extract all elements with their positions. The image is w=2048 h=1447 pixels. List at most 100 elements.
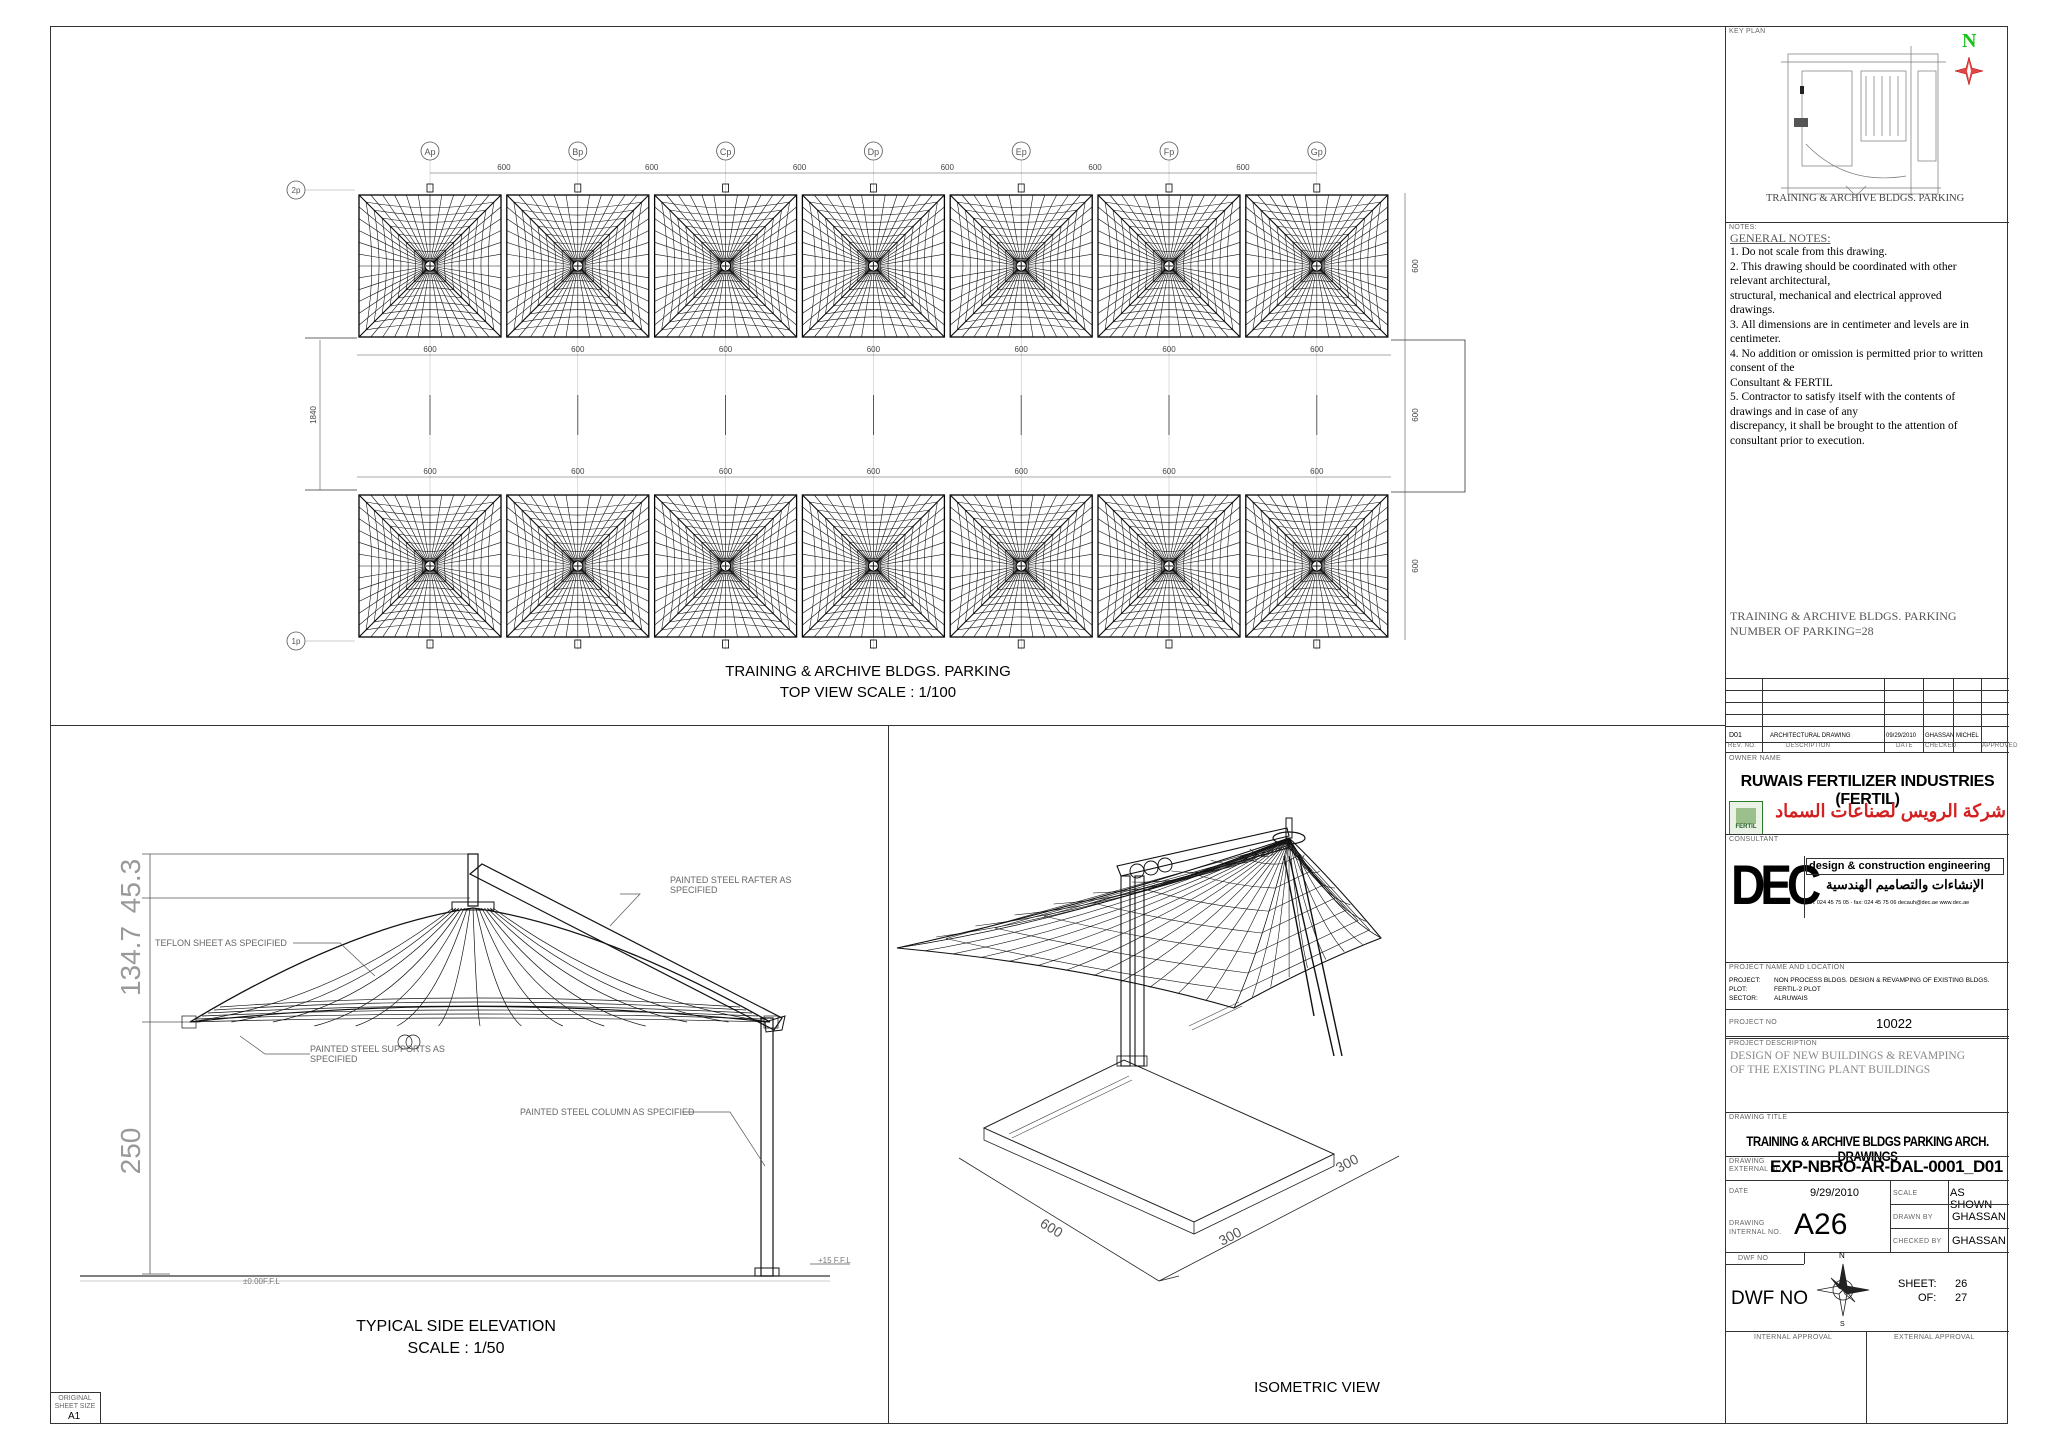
general-notes-list: 1. Do not scale from this drawing. 2. Thi… [1730,245,2005,448]
label-supports-1: PAINTED STEEL SUPPORTS AS [310,1044,445,1054]
isometric-view-drawing: 600 300 300 ISOMETRIC VIEW [896,817,1400,1396]
iso-dim-width-b: 300 [1333,1150,1361,1175]
label-rafter-2: SPECIFIED [670,885,718,895]
rev-header-checked: CHECKED [1925,743,1957,749]
iso-dim-width-a: 300 [1216,1223,1244,1248]
level-left: ±0.00F.F.L [243,1277,280,1286]
project-no: 10022 [1876,1016,1913,1031]
drawing-date: 9/29/2010 [1810,1187,1859,1199]
note-line: 3. All dimensions are in centimeter and … [1730,318,1969,331]
dim-bottom: 250 [115,1128,146,1175]
top-dim: 600 [1088,163,1102,172]
date-label: DATE [1729,1188,1749,1195]
top-view-caption-scale: TOP VIEW SCALE : 1/100 [780,684,956,701]
top-view-caption-title: TRAINING & ARCHIVE BLDGS. PARKING [725,663,1011,680]
sheet-label: SHEET: [1898,1278,1937,1290]
project-description-1: DESIGN OF NEW BUILDINGS & REVAMPING [1730,1050,1966,1062]
internal-no-label-1: DRAWING [1729,1220,1765,1227]
drawing-title-label: DRAWING TITLE [1729,1114,1788,1121]
note-line: 4. No addition or omission is permitted … [1730,347,1983,360]
note-line: structural, mechanical and electrical ap… [1730,289,1942,302]
north-arrow-label: N [1962,30,1977,52]
drawn-by-label: DRAWN BY [1893,1214,1933,1221]
elevation-caption-title: TYPICAL SIDE ELEVATION [356,1318,556,1335]
rev-approved: MICHEL [1956,733,1979,739]
elevation-caption-scale: SCALE : 1/50 [408,1340,505,1357]
note-line: 1. Do not scale from this drawing. [1730,246,1888,258]
note-line: Consultant & FERTIL [1730,376,1833,389]
project-description-2: OF THE EXISTING PLANT BUILDINGS [1730,1064,1931,1076]
internal-no-label-2: INTERNAL NO. [1729,1229,1782,1236]
owner-arabic-name: شركة الرويس لصناعات السماد [1775,801,2006,821]
key-plan-label: KEY PLAN [1729,28,1766,35]
top-dim: 600 [645,163,659,172]
sheet-size-box: ORIGINAL SHEET SIZE A1 [50,1392,101,1424]
consultant-contact: tel: 024 45 75 05 - fax: 024 45 75 06 de… [1808,900,1970,906]
grid-row-2p: 2p [292,186,301,195]
consultant-name: design & construction engineering [1806,858,2004,875]
project-no-label: PROJECT NO [1729,1019,1777,1026]
note-line: drawings and in case of any [1730,405,1859,418]
side-dim: 600 [1411,408,1420,422]
top-dim: 600 [793,163,807,172]
of-label: OF: [1918,1292,1937,1304]
rev-header-date: DATE [1896,743,1913,749]
note-line: 2. This drawing should be coordinated wi… [1730,260,1957,273]
side-dim: 600 [1411,559,1420,573]
notes-label: NOTES: [1729,224,1757,231]
rev-header-no: REV. NO. [1728,743,1757,749]
checked-by-label: CHECKED BY [1893,1238,1942,1245]
bay-dim: 600 [423,345,437,354]
grid-bubble-Ap: Ap [424,147,435,157]
external-approval: EXTERNAL APPROVAL [1894,1334,1975,1341]
label-teflon: TEFLON SHEET AS SPECIFIED [155,938,287,948]
project-description-label: PROJECT DESCRIPTION [1729,1040,1818,1047]
view-divider-vertical [888,725,889,1424]
grid-bubble-Gp: Gp [1311,147,1323,157]
external-no-label-2: EXTERNAL NO. [1729,1166,1784,1173]
key-plan-caption: TRAINING & ARCHIVE BLDGS. PARKING [1766,193,1965,204]
note-line: consent of the [1730,362,1795,374]
note-line: 5. Contractor to satisfy itself with the… [1730,391,1956,403]
sheet-number: 26 [1955,1278,1968,1290]
dwf-label: DWF NO [1738,1255,1769,1262]
rev-checked: GHASSAN [1925,733,1955,739]
external-no-label-1: DRAWING [1729,1158,1765,1165]
side-dim: 600 [1411,259,1420,273]
view-divider-horizontal [50,725,1725,726]
note-line: centimeter. [1730,333,1781,345]
drawn-by: GHASSAN [1952,1211,2006,1223]
side-elevation-drawing: 45.3 134.7 250 TEFLON SHEET AS SPECIFIED… [80,853,851,1357]
owner-label: OWNER NAME [1729,755,1781,762]
rev-no: D01 [1729,732,1742,739]
drawing-scale: AS SHOWN [1950,1187,1993,1211]
bay-dim: 600 [423,467,437,476]
dim-mid: 134.7 [115,926,146,996]
project-label: PROJECT: [1729,977,1761,984]
project-location-label: PROJECT NAME AND LOCATION [1729,964,1845,971]
bay-dim: 600 [1015,345,1029,354]
bay-dim: 600 [867,467,881,476]
isometric-caption: ISOMETRIC VIEW [1254,1379,1381,1396]
bay-dim: 600 [1310,467,1324,476]
external-drawing-no: EXP-NBRO-AR-DAL-0001_D01 [1770,1157,2003,1176]
bay-dim: 600 [867,345,881,354]
sector-label: SECTOR: [1729,995,1758,1002]
dim-top: 45.3 [115,859,146,914]
note-line: relevant architectural, [1730,275,1831,287]
parking-count: NUMBER OF PARKING=28 [1730,624,1874,638]
bay-dim: 600 [719,345,733,354]
grid-bubble-Dp: Dp [868,147,880,157]
compass-rose-icon [1816,1263,1870,1317]
grid-bubble-Ep: Ep [1016,147,1027,157]
bay-dim: 600 [571,345,585,354]
consultant-arabic: الإنشاءات والتصاميم الهندسية [1825,877,1985,892]
note-line: discrepancy, it shall be brought to the … [1730,420,1958,432]
fertil-logo: FERTIL [1729,801,1763,835]
level-right: +15 F.F.L [818,1256,851,1265]
overall-dim: 1840 [309,406,318,424]
plot-value: FERTIL-2 PLOT [1774,986,1821,993]
parking-summary-title: TRAINING & ARCHIVE BLDGS. PARKING [1730,609,1957,623]
note-line: consultant prior to execution. [1730,434,1865,447]
